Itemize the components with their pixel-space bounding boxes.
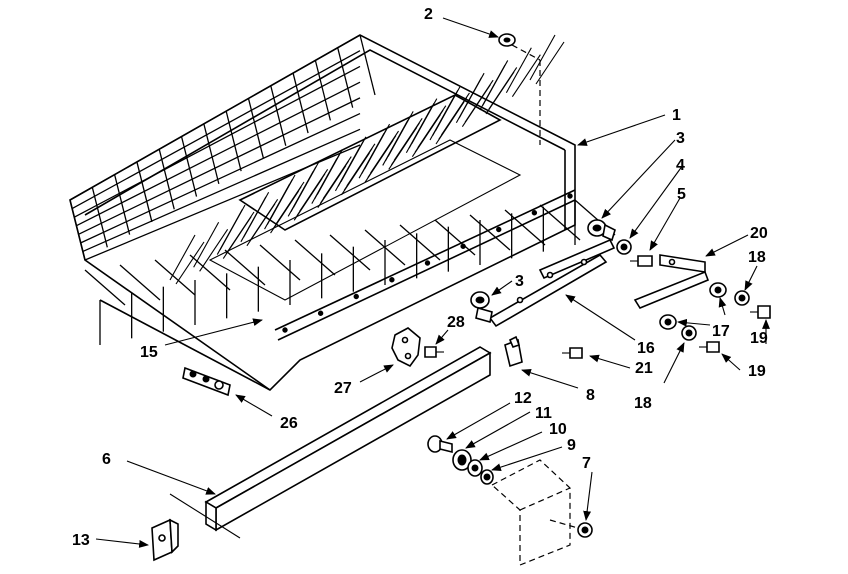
rack-wire-grid — [69, 34, 616, 345]
callout-1: 1 — [672, 107, 681, 124]
part-4-washer — [616, 239, 632, 255]
part-19-lower-screw — [699, 341, 720, 353]
callout-19-upper-label: 19 — [750, 330, 768, 347]
callout-15: 15 — [140, 344, 158, 361]
part-2-cap — [498, 33, 516, 47]
part-12-roller-axle — [427, 435, 453, 454]
callout-18-lower: 18 — [634, 395, 652, 412]
part-20-bracket — [633, 254, 710, 309]
callout-10: 10 — [549, 421, 567, 438]
part-9-washer — [480, 469, 494, 485]
callout-27: 27 — [334, 380, 352, 397]
callout-17: 17 — [712, 323, 730, 340]
part-19-upper-screw — [750, 305, 771, 319]
part-18-lower-washer — [681, 325, 697, 341]
dish-rack — [69, 34, 576, 392]
callout-7: 7 — [582, 455, 591, 472]
part-11-wheel — [452, 449, 472, 471]
part-18-upper-washer — [734, 290, 750, 306]
part-17-lower-washer — [659, 314, 677, 330]
callout-13: 13 — [72, 532, 90, 549]
callout-5: 5 — [677, 186, 686, 203]
callout-12: 12 — [514, 390, 532, 407]
callout-26: 26 — [280, 415, 298, 432]
part-8-clip — [504, 335, 523, 368]
part-3-lower-roller — [470, 291, 493, 324]
callout-3-lower: 3 — [515, 273, 524, 290]
part-17-upper-washer — [709, 282, 727, 298]
part-16-slide-rail — [488, 238, 616, 328]
callout-4: 4 — [676, 157, 685, 174]
callout-11: 11 — [535, 405, 552, 422]
part-3-upper-roller — [587, 219, 616, 242]
part-7-nut — [577, 522, 593, 538]
part-28-screw — [424, 346, 444, 358]
callout-6: 6 — [102, 451, 111, 468]
part-27-bracket — [391, 327, 421, 368]
callout-28: 28 — [447, 314, 465, 331]
part-6-track — [204, 346, 492, 532]
callout-18-upper: 18 — [748, 249, 766, 266]
callout-2: 2 — [424, 6, 433, 23]
phantom-housing — [490, 459, 571, 566]
callout-20: 20 — [750, 225, 768, 242]
callout-9: 9 — [567, 437, 576, 454]
callout-21: 21 — [635, 360, 653, 377]
part-13-end-cap — [151, 518, 179, 562]
rack-tines — [169, 34, 573, 333]
callout-16: 16 — [637, 340, 655, 357]
callout-3-upper: 3 — [676, 130, 685, 147]
part-10-washer — [467, 459, 483, 477]
part-26-stop-block — [182, 366, 231, 397]
callout-8: 8 — [586, 387, 595, 404]
part-21-screw — [562, 347, 583, 359]
callout-19-lower: 19 — [748, 363, 766, 380]
part-5-screw — [630, 255, 653, 267]
